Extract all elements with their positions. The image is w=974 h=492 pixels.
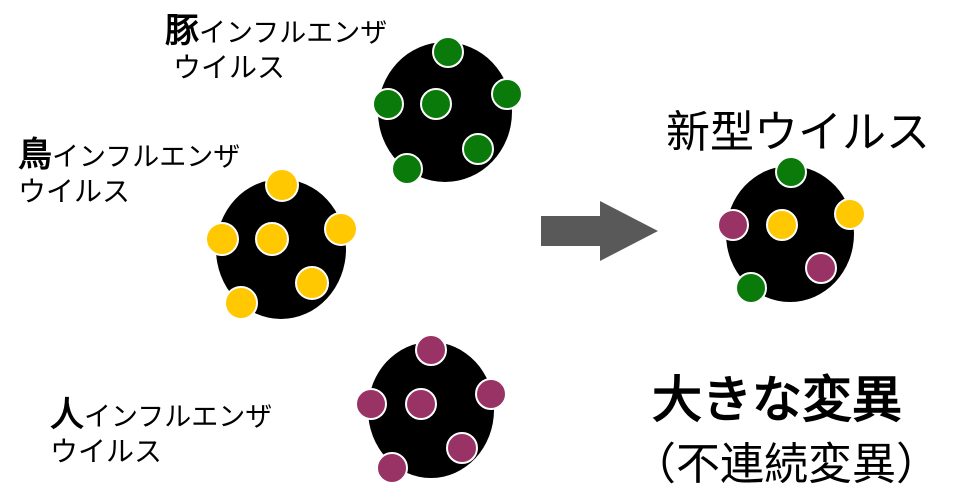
human-dot	[376, 452, 408, 484]
swine-dot	[432, 36, 464, 68]
avian-dot	[265, 168, 299, 202]
new-virus-dot-purple	[805, 252, 837, 284]
swine-dot	[491, 78, 523, 110]
human-dot	[475, 378, 507, 410]
avian-kind-text: インフルエンザ	[52, 142, 241, 173]
new-virus-title: 新型ウイルス	[666, 107, 930, 158]
human-dot	[355, 388, 387, 420]
human-virus	[355, 334, 507, 484]
human-line2-text: ウイルス	[50, 435, 163, 468]
arrow-right	[541, 201, 658, 261]
avian-dot	[255, 222, 289, 256]
swine-dots	[372, 36, 523, 185]
discontinuous-change-text: （不連続変異）	[632, 439, 940, 490]
swine-kind-text: インフルエンザ	[199, 18, 388, 49]
new-virus	[717, 156, 866, 304]
avian-dot	[324, 212, 358, 246]
new-virus-dots	[717, 156, 866, 304]
new-virus-dot-green	[775, 156, 807, 188]
avian-dot	[224, 286, 258, 320]
human-dot	[446, 432, 478, 464]
swine-dot	[420, 88, 452, 120]
human-dot	[415, 334, 447, 366]
avian-dots	[205, 168, 358, 320]
swine-line2-text: ウイルス	[173, 51, 286, 84]
new-virus-dot-green	[735, 272, 767, 304]
human-host-text: 人	[50, 395, 84, 435]
avian-virus	[205, 168, 358, 320]
avian-dot	[295, 266, 329, 300]
human-virus-label: 人インフルエンザ ウイルス	[50, 398, 272, 466]
new-virus-dot-yellow	[766, 209, 798, 241]
swine-virus	[372, 36, 523, 185]
avian-virus-label: 鳥インフルエンザ ウイルス	[18, 138, 240, 206]
avian-host-text: 鳥	[18, 135, 52, 175]
human-kind-text: インフルエンザ	[84, 402, 273, 433]
major-change-text: 大きな変異	[652, 371, 902, 429]
human-dots	[355, 334, 507, 484]
swine-dot	[462, 133, 494, 165]
avian-line2-text: ウイルス	[18, 175, 131, 208]
new-virus-dot-yellow	[834, 198, 866, 230]
swine-host-text: 豚	[165, 11, 199, 51]
new-virus-dot-purple	[717, 209, 749, 241]
swine-dot	[372, 88, 404, 120]
swine-dot	[391, 153, 423, 185]
human-dot	[405, 388, 437, 420]
avian-dot	[205, 222, 239, 256]
swine-virus-label: 豚インフルエンザ ウイルス	[165, 14, 387, 82]
